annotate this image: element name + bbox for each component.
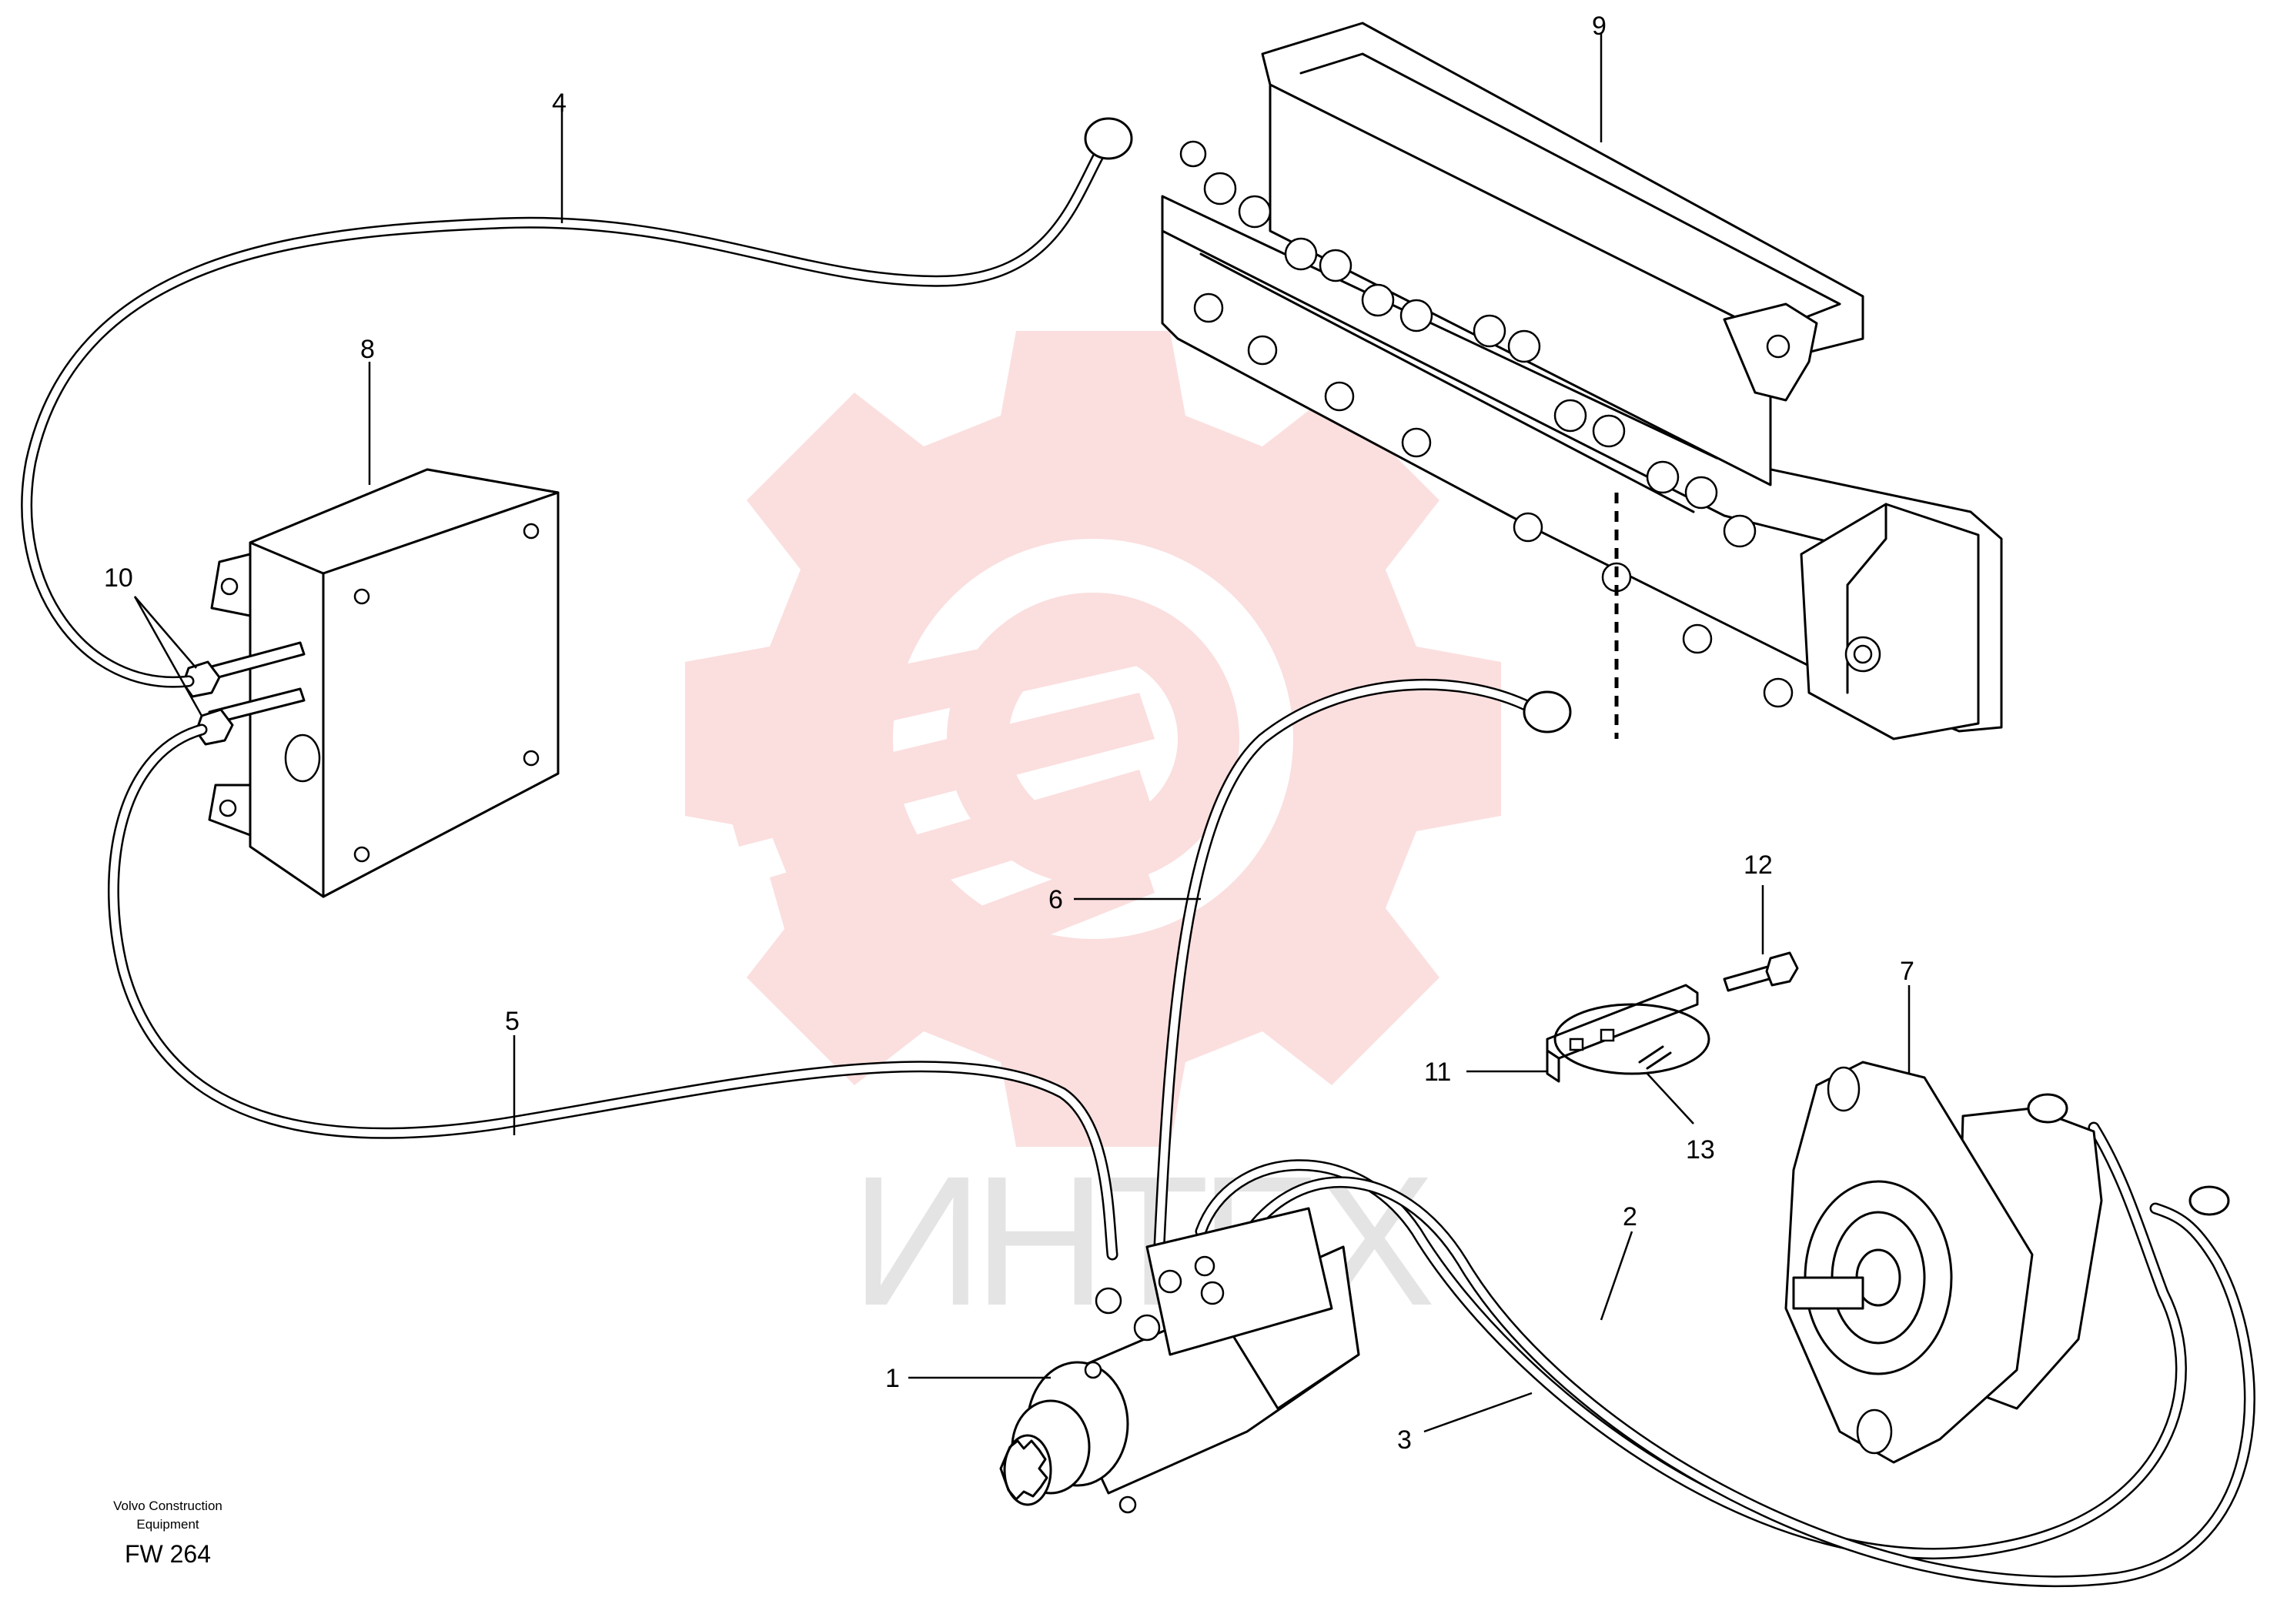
callout-2: 2 [1623,1202,1637,1231]
callout-5: 5 [505,1007,520,1036]
pinion-gear [999,1434,1052,1506]
watermark-logo [685,331,1501,1147]
callout-labels: 1 2 3 4 5 6 7 8 9 10 11 12 13 [104,12,1914,1455]
footer-block: Volvo Construction Equipment FW 264 [113,1499,222,1568]
manifold-ports [1203,172,1757,548]
callout-12: 12 [1744,850,1773,880]
footer-company: Volvo Construction [113,1499,222,1513]
callout-10: 10 [104,563,133,593]
callout-7: 7 [1900,957,1914,986]
clamp-assembly [1546,951,1799,1083]
callout-6: 6 [1048,885,1063,914]
cables [21,117,2255,1587]
intake-manifold [1161,22,2003,740]
callout-1: 1 [885,1364,900,1393]
callout-8: 8 [360,335,375,364]
callout-3: 3 [1397,1425,1412,1455]
callout-11: 11 [1424,1058,1451,1087]
starter-motor [999,1207,1360,1514]
callout-4: 4 [552,89,567,118]
terminal-studs [182,641,306,746]
footer-figure-code: FW 264 [125,1540,211,1568]
callout-13: 13 [1686,1135,1715,1165]
speed-lines-icon [693,616,1155,1016]
leader-lines [133,32,1911,1433]
footer-company-line2: Equipment [136,1517,199,1532]
alternator [1784,1061,2230,1464]
control-box [182,468,560,898]
callout-9: 9 [1592,12,1607,41]
